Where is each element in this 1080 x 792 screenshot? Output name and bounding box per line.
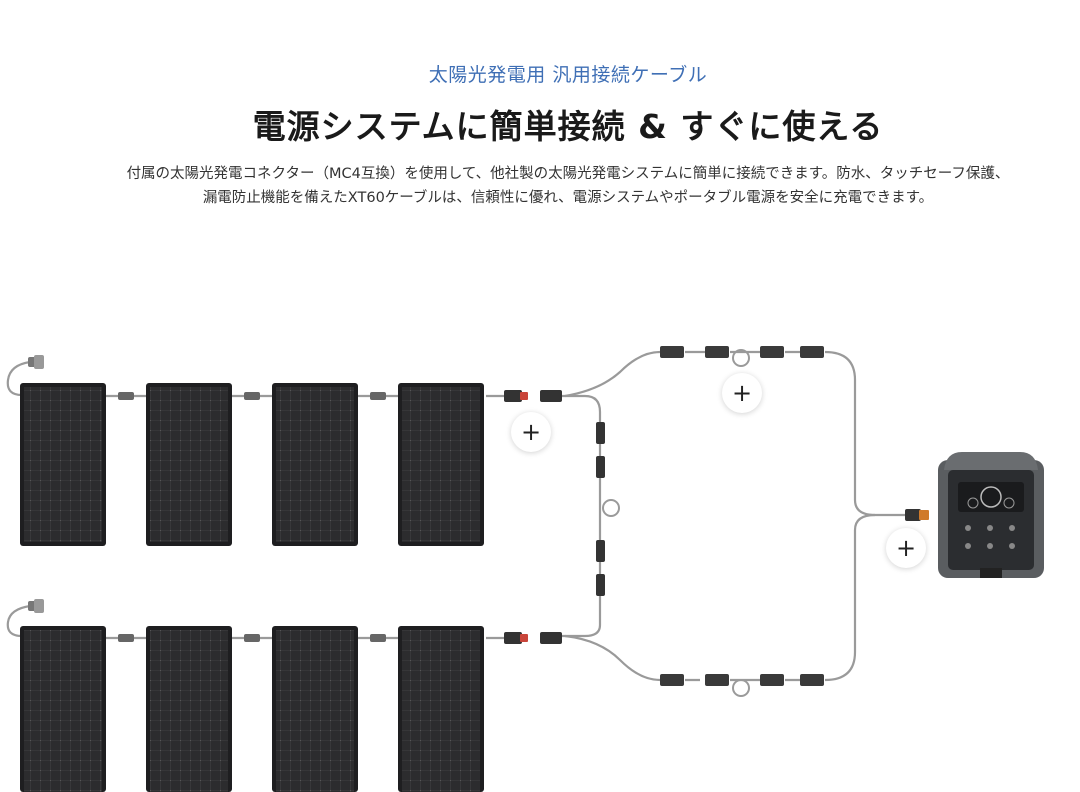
solar-panel [146, 383, 232, 546]
solar-panel [20, 626, 106, 792]
hotspot-power-station-connector[interactable]: + [886, 528, 926, 568]
solar-panel-row-bottom [20, 626, 484, 792]
hotspot-branch-connector[interactable]: + [722, 373, 762, 413]
inline-connectors [118, 392, 386, 642]
description-line-1: 付属の太陽光発電コネクター（MC4互換）を使用して、他社製の太陽光発電システムに… [126, 166, 1010, 182]
portable-power-station [938, 452, 1044, 578]
solar-panel-row-top [20, 383, 484, 546]
solar-panel [272, 383, 358, 546]
section-description: 付属の太陽光発電コネクター（MC4互換）を使用して、他社製の太陽光発電システムに… [0, 162, 1080, 210]
end-plug-bottom [28, 599, 44, 613]
hotspot-solar-connector[interactable]: + [511, 412, 551, 452]
description-line-2: 漏電防止機能を備えたXT60ケーブルは、信頼性に優れ、電源システムやポータブル電… [202, 190, 934, 206]
solar-panel [272, 626, 358, 792]
mc4-connectors [504, 346, 929, 686]
solar-panel [398, 626, 484, 792]
cable-loops [602, 349, 750, 697]
solar-panel [20, 383, 106, 546]
solar-panel [146, 626, 232, 792]
section-title: 電源システムに簡単接続 & すぐに使える [252, 107, 884, 146]
section-subtitle: 太陽光発電用 汎用接続ケーブル [428, 64, 708, 86]
solar-panel [398, 383, 484, 546]
end-plug-top [28, 355, 44, 369]
